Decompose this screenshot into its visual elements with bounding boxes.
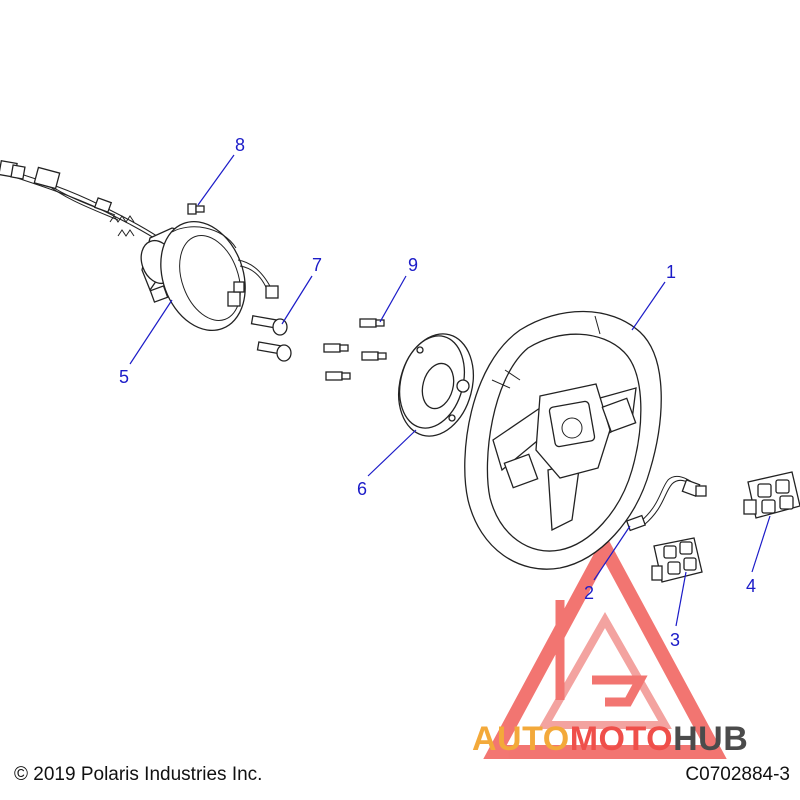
leader-4 <box>751 515 771 573</box>
leader-8 <box>197 154 235 206</box>
copyright-text: © 2019 Polaris Industries Inc. <box>14 764 263 785</box>
part-7-bolts <box>250 315 292 362</box>
drawing-number: C0702884-3 <box>685 764 790 785</box>
callout-4: 4 <box>746 576 756 596</box>
leader-1 <box>631 281 666 331</box>
watermark-auto: AUTO <box>472 720 570 758</box>
leader-6 <box>367 429 417 477</box>
part-2-wiring-harness <box>625 475 707 532</box>
part-1-steering-wheel <box>464 310 662 570</box>
callout-6: 6 <box>357 479 367 499</box>
callout-9: 9 <box>408 255 418 275</box>
part-3-switch-module <box>651 537 703 583</box>
part-4-switch-module <box>743 471 800 519</box>
callout-8: 8 <box>235 135 245 155</box>
callout-5: 5 <box>119 367 129 387</box>
callout-7: 7 <box>312 255 322 275</box>
leader-lines <box>129 154 771 627</box>
part-6-spacer-plate <box>398 333 474 437</box>
part-5-clock-spring-harness <box>0 159 279 332</box>
watermark-moto: MOTO <box>570 720 673 758</box>
callout-3: 3 <box>670 630 680 650</box>
callout-2: 2 <box>584 583 594 603</box>
watermark-text: AUTOMOTOHUB <box>472 720 748 758</box>
part-9-bolts <box>323 318 387 381</box>
leader-7 <box>281 275 313 325</box>
leader-2 <box>593 525 631 581</box>
callout-labels: 1 2 3 4 5 6 7 8 9 <box>119 135 756 650</box>
leader-9 <box>379 275 407 323</box>
watermark-hub: HUB <box>673 720 748 758</box>
leader-5 <box>129 299 173 365</box>
part-8-bolt <box>187 203 205 215</box>
watermark-logo <box>483 533 727 759</box>
leader-3 <box>675 571 687 627</box>
callout-1: 1 <box>666 262 676 282</box>
